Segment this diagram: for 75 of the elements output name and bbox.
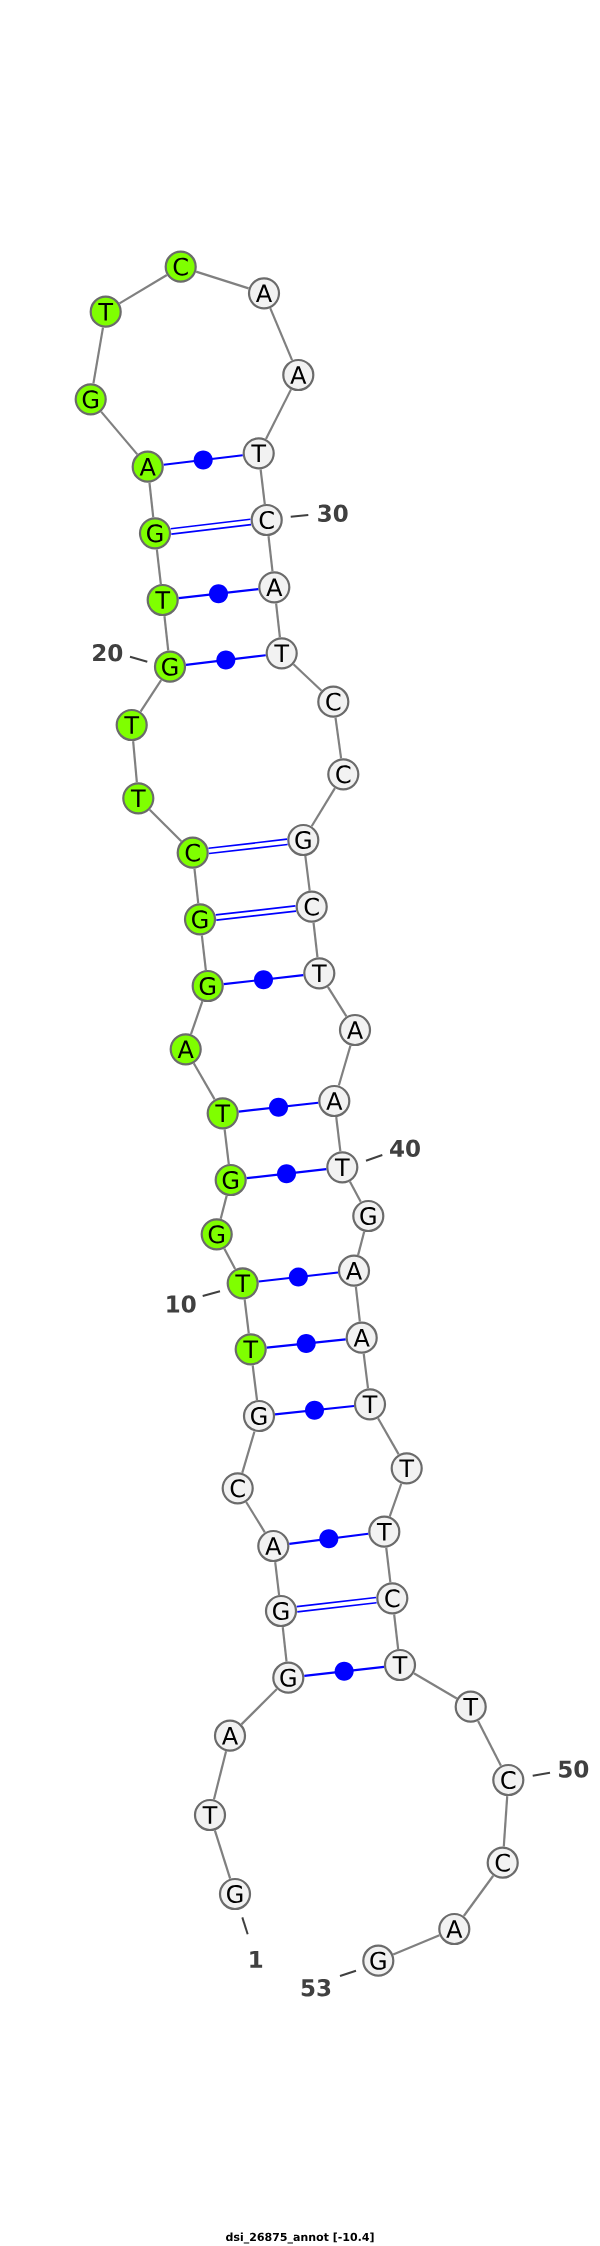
base-pair-line <box>215 905 297 921</box>
position-number: 10 <box>167 1295 196 1313</box>
base-pair-line <box>258 1267 339 1287</box>
base-pair-line <box>266 1334 346 1353</box>
backbone-line <box>335 1116 342 1152</box>
backbone-line <box>281 1626 288 1662</box>
base-pair-line <box>238 1097 319 1117</box>
backbone-line <box>502 1796 509 1847</box>
backbone-line <box>139 679 163 713</box>
backbone-line <box>219 1195 228 1219</box>
backbone-line <box>241 1431 256 1474</box>
backbone-line <box>267 535 274 572</box>
base-pair-line <box>246 1164 327 1184</box>
backbone-line <box>193 868 200 904</box>
backbone-line <box>388 1483 403 1517</box>
backbone-line <box>326 986 348 1017</box>
base-pair-line <box>289 1529 369 1549</box>
position-number: 30 <box>318 504 348 522</box>
backbone-line <box>269 307 294 361</box>
backbone-line <box>155 549 162 585</box>
backbone-line <box>100 410 139 456</box>
backbone-line <box>200 935 207 971</box>
base-pair-line <box>304 1661 385 1681</box>
backbone-line <box>392 1934 440 1956</box>
backbone-line <box>385 1547 392 1583</box>
base-pair-line <box>223 970 304 990</box>
backbone-line <box>243 1299 250 1334</box>
backbone-line <box>312 922 319 958</box>
backbone-line <box>148 808 183 843</box>
backbone-line <box>163 615 170 651</box>
base-pair-line <box>274 1400 355 1420</box>
backbone-line <box>265 388 293 440</box>
backbone-line <box>195 270 249 290</box>
backbone-line <box>223 1129 230 1165</box>
backbone-line <box>275 603 281 638</box>
backbone-line <box>334 717 343 759</box>
backbone-line <box>245 1501 266 1533</box>
backbone-line <box>362 1353 370 1389</box>
backbone-line <box>337 1045 352 1086</box>
backbone-line <box>310 787 336 827</box>
backbone-line <box>274 1561 281 1596</box>
caption: dsi_26875_annot [-10.4] <box>226 2232 374 2244</box>
backbone-line <box>189 1000 204 1035</box>
backbone-line <box>92 327 105 384</box>
backbone-line <box>393 1614 400 1650</box>
backbone-line <box>192 1062 216 1100</box>
backbone-line <box>223 1248 237 1270</box>
base-pair-line <box>185 650 266 670</box>
backbone-line <box>212 1751 228 1800</box>
backbone-line <box>213 1830 232 1879</box>
backbone-line <box>240 1688 278 1726</box>
backbone-line <box>354 1286 361 1322</box>
backbone-line <box>462 1875 495 1917</box>
position-number: 50 <box>559 1760 589 1778</box>
backbone-line <box>292 663 323 692</box>
backbone-line <box>148 482 155 518</box>
backbone-line <box>413 1672 458 1700</box>
base-pair-line <box>170 518 252 535</box>
backbone-line <box>118 274 168 305</box>
backbone-line <box>132 740 138 783</box>
position-number: 20 <box>93 644 123 662</box>
base-pair-line <box>178 584 259 604</box>
backbone-line <box>304 855 311 891</box>
position-number: 40 <box>390 1139 420 1157</box>
backbone-line <box>348 1181 362 1203</box>
base-pair-line <box>296 1596 377 1613</box>
position-number: 53 <box>301 1979 331 1997</box>
base-pair-line <box>208 838 288 855</box>
backbone-line <box>357 1231 366 1256</box>
position-number: 1 <box>250 1950 263 1968</box>
base-pair-line <box>163 450 243 470</box>
backbone-line <box>259 469 266 505</box>
backbone-line <box>251 1365 259 1401</box>
backbone-line <box>477 1720 502 1767</box>
backbone-line <box>377 1417 400 1455</box>
